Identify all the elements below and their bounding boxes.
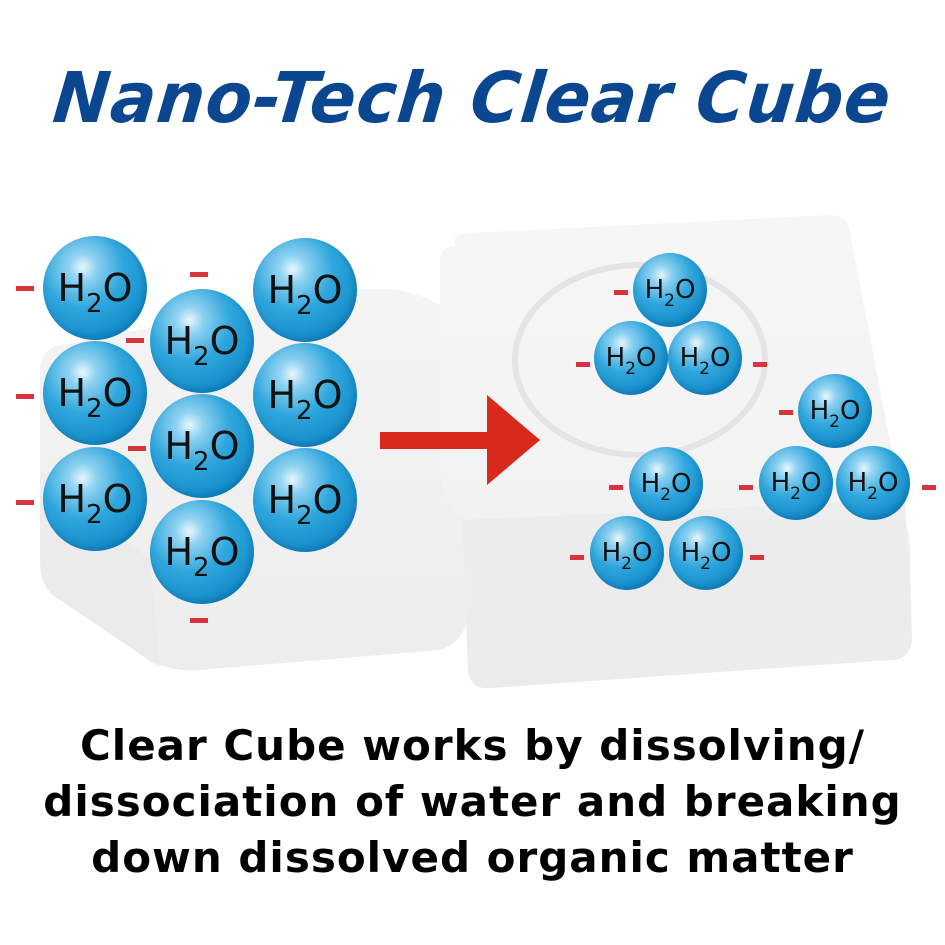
right-cube — [440, 215, 912, 689]
subscript-label: 2 — [621, 554, 632, 574]
oxygen-label: O — [709, 343, 731, 373]
negative-charge-icon — [570, 555, 584, 560]
hydrogen-label: H — [164, 319, 194, 363]
oxygen-label: O — [674, 275, 696, 305]
oxygen-label: O — [631, 538, 653, 568]
hydrogen-label: H — [267, 268, 297, 312]
negative-charge-icon — [190, 618, 208, 623]
arrow-right-icon — [380, 395, 540, 485]
hydrogen-label: H — [847, 468, 868, 498]
negative-charge-icon — [190, 272, 208, 277]
oxygen-label: O — [102, 266, 133, 310]
negative-charge-icon — [16, 394, 34, 399]
negative-charge-icon — [922, 485, 936, 490]
negative-charge-icon — [614, 290, 628, 295]
caption-line-3: down dissolved organic matter — [91, 833, 854, 882]
subscript-label: 2 — [790, 484, 801, 504]
caption-line-2: dissociation of water and breaking — [43, 777, 902, 826]
subscript-label: 2 — [86, 289, 103, 319]
oxygen-label: O — [102, 477, 133, 521]
hydrogen-label: H — [267, 478, 297, 522]
negative-charge-icon — [16, 286, 34, 291]
negative-charge-icon — [750, 555, 764, 560]
hydrogen-label: H — [164, 530, 194, 574]
hydrogen-label: H — [57, 477, 87, 521]
oxygen-label: O — [877, 468, 899, 498]
subscript-label: 2 — [664, 291, 675, 311]
hydrogen-label: H — [605, 343, 626, 373]
subscript-label: 2 — [86, 500, 103, 530]
hydrogen-label: H — [644, 275, 665, 305]
negative-charge-icon — [128, 446, 146, 451]
subscript-label: 2 — [699, 359, 710, 379]
negative-charge-icon — [126, 338, 144, 343]
hydrogen-label: H — [680, 538, 701, 568]
oxygen-label: O — [710, 538, 732, 568]
hydrogen-label: H — [57, 371, 87, 415]
oxygen-label: O — [670, 469, 692, 499]
subscript-label: 2 — [296, 396, 313, 426]
oxygen-label: O — [102, 371, 133, 415]
subscript-label: 2 — [296, 501, 313, 531]
oxygen-label: O — [312, 373, 343, 417]
hydrogen-label: H — [679, 343, 700, 373]
hydrogen-label: H — [164, 424, 194, 468]
negative-charge-icon — [753, 362, 767, 367]
subscript-label: 2 — [296, 291, 313, 321]
oxygen-label: O — [800, 468, 822, 498]
subscript-label: 2 — [829, 412, 840, 432]
oxygen-label: O — [209, 424, 240, 468]
negative-charge-icon — [779, 410, 793, 415]
subscript-label: 2 — [660, 485, 671, 505]
subscript-label: 2 — [700, 554, 711, 574]
oxygen-label: O — [312, 268, 343, 312]
oxygen-label: O — [635, 343, 657, 373]
oxygen-label: O — [209, 319, 240, 363]
negative-charge-icon — [16, 500, 34, 505]
oxygen-label: O — [312, 478, 343, 522]
subscript-label: 2 — [193, 553, 210, 583]
caption-line-1: Clear Cube works by dissolving/ — [79, 721, 866, 770]
negative-charge-icon — [609, 485, 623, 490]
hydrogen-label: H — [57, 266, 87, 310]
hydrogen-label: H — [770, 468, 791, 498]
hydrogen-label: H — [809, 396, 830, 426]
hydrogen-label: H — [601, 538, 622, 568]
negative-charge-icon — [576, 362, 590, 367]
subscript-label: 2 — [193, 342, 210, 372]
subscript-label: 2 — [867, 484, 878, 504]
oxygen-label: O — [209, 530, 240, 574]
subscript-label: 2 — [193, 447, 210, 477]
negative-charge-icon — [739, 485, 753, 490]
hydrogen-label: H — [267, 373, 297, 417]
hydrogen-label: H — [640, 469, 661, 499]
oxygen-label: O — [839, 396, 861, 426]
subscript-label: 2 — [86, 394, 103, 424]
subscript-label: 2 — [625, 359, 636, 379]
